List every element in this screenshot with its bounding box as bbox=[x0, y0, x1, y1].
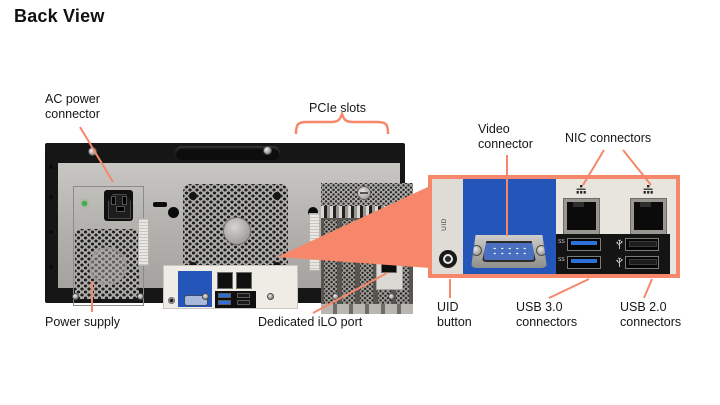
leader-usb3 bbox=[548, 278, 590, 299]
pcie-slot-cover bbox=[324, 220, 337, 304]
io-connector-panel bbox=[163, 265, 298, 309]
screw bbox=[88, 147, 97, 156]
label-line: Video bbox=[478, 122, 510, 136]
frame-hole bbox=[49, 230, 53, 234]
label-line: USB 3.0 bbox=[516, 300, 563, 314]
pcie-slot-cover bbox=[360, 220, 373, 304]
ac-pin bbox=[111, 196, 116, 205]
server-back-panel bbox=[45, 143, 413, 314]
vga-screw bbox=[536, 245, 547, 256]
label-line: AC power bbox=[45, 92, 100, 106]
frame-hole bbox=[49, 195, 53, 199]
fan-screw bbox=[273, 192, 281, 200]
usb-block-small bbox=[215, 291, 256, 308]
label-nic-connectors: NIC connectors bbox=[565, 131, 652, 145]
vga-screw bbox=[471, 245, 482, 256]
usb-panel: SS SS bbox=[556, 234, 670, 274]
uid-button-small bbox=[168, 297, 175, 304]
uid-button bbox=[439, 250, 457, 268]
nic-notch bbox=[640, 202, 651, 207]
page-title: Back View bbox=[14, 6, 105, 26]
dedicated-ilo-port bbox=[381, 254, 397, 273]
label-usb3-connectors: USB 3.0 connectors bbox=[516, 300, 577, 330]
uid-panel-marking: UID bbox=[440, 218, 448, 231]
screw bbox=[137, 293, 144, 300]
usb2-port-1 bbox=[625, 238, 659, 251]
screw bbox=[388, 293, 395, 300]
pcie-brace bbox=[294, 110, 390, 135]
screw bbox=[267, 293, 274, 300]
screw bbox=[263, 146, 272, 155]
usb2-trident-icon bbox=[616, 257, 623, 267]
label-line: connectors bbox=[516, 315, 578, 329]
usb3-ss-icon: SS bbox=[558, 257, 565, 263]
vga-pins bbox=[491, 246, 529, 257]
nic-icon bbox=[643, 185, 653, 194]
usb3-port-2 bbox=[567, 256, 601, 269]
io-zoom-callout: UID bbox=[428, 175, 680, 278]
back-panel-metal bbox=[58, 163, 413, 314]
usb3-ss-icon: SS bbox=[558, 239, 565, 245]
label-sticker bbox=[309, 213, 320, 271]
screw bbox=[72, 293, 79, 300]
uid-zone: UID bbox=[432, 179, 463, 274]
usb2-port-small bbox=[237, 300, 250, 305]
label-line: button bbox=[437, 315, 472, 329]
usb3-port-small bbox=[218, 300, 231, 305]
nic-icon bbox=[576, 185, 586, 194]
video-connector-small bbox=[184, 295, 208, 306]
thumbscrew bbox=[357, 186, 371, 200]
video-panel-small bbox=[178, 271, 212, 307]
power-supply-fan-vent bbox=[75, 229, 139, 299]
label-ilo-port: Dedicated iLO port bbox=[258, 315, 363, 329]
fan-screw bbox=[189, 192, 197, 200]
video-panel bbox=[463, 179, 556, 274]
screw bbox=[332, 293, 339, 300]
label-sticker bbox=[138, 218, 149, 266]
video-connector bbox=[471, 235, 547, 268]
usb2-port-small bbox=[237, 293, 250, 298]
chassis-handle bbox=[175, 146, 280, 160]
leader-usb2 bbox=[643, 278, 653, 299]
usb-tongue bbox=[571, 241, 597, 245]
usb3-port-small bbox=[218, 293, 231, 298]
label-uid-button: UID button bbox=[437, 300, 472, 330]
nic-port-2 bbox=[630, 198, 667, 235]
pcie-latches bbox=[321, 206, 413, 218]
usb-tongue bbox=[571, 259, 597, 263]
label-usb2-connectors: USB 2.0 connectors bbox=[620, 300, 681, 330]
vent-slot bbox=[153, 202, 167, 207]
nic-port-1 bbox=[563, 198, 600, 235]
label-line: connector bbox=[478, 137, 533, 151]
label-line: UID bbox=[437, 300, 459, 314]
ac-pin bbox=[116, 206, 125, 212]
usb2-port-2 bbox=[625, 256, 659, 269]
label-pcie-slots: PCIe slots bbox=[309, 101, 366, 115]
pcie-slot-cover bbox=[342, 220, 355, 304]
usb3-port-1 bbox=[567, 238, 601, 251]
vga-face bbox=[482, 241, 536, 262]
label-video-connector: Video connector bbox=[478, 122, 533, 152]
label-line: connector bbox=[45, 107, 100, 121]
ac-pin bbox=[122, 196, 127, 205]
frame-hole bbox=[49, 265, 53, 269]
nic-notch bbox=[573, 202, 584, 207]
label-ac-power: AC power connector bbox=[45, 92, 100, 122]
label-line: connectors bbox=[620, 315, 682, 329]
fan-hub-emblem bbox=[223, 217, 251, 245]
ac-power-connector bbox=[104, 190, 133, 221]
frame-hole bbox=[49, 165, 53, 169]
nic-port-small bbox=[236, 272, 252, 289]
usb2-trident-icon bbox=[616, 239, 623, 249]
nic-port-small bbox=[217, 272, 233, 289]
usb-tongue bbox=[629, 259, 657, 265]
screw bbox=[202, 293, 209, 300]
ilo-panel bbox=[376, 247, 403, 290]
power-led bbox=[82, 201, 87, 206]
usb-tongue bbox=[629, 241, 657, 247]
label-power-supply: Power supply bbox=[45, 315, 121, 329]
pcie-bottom-tabs bbox=[321, 304, 413, 314]
mount-hole bbox=[168, 207, 179, 218]
label-line: USB 2.0 bbox=[620, 300, 667, 314]
